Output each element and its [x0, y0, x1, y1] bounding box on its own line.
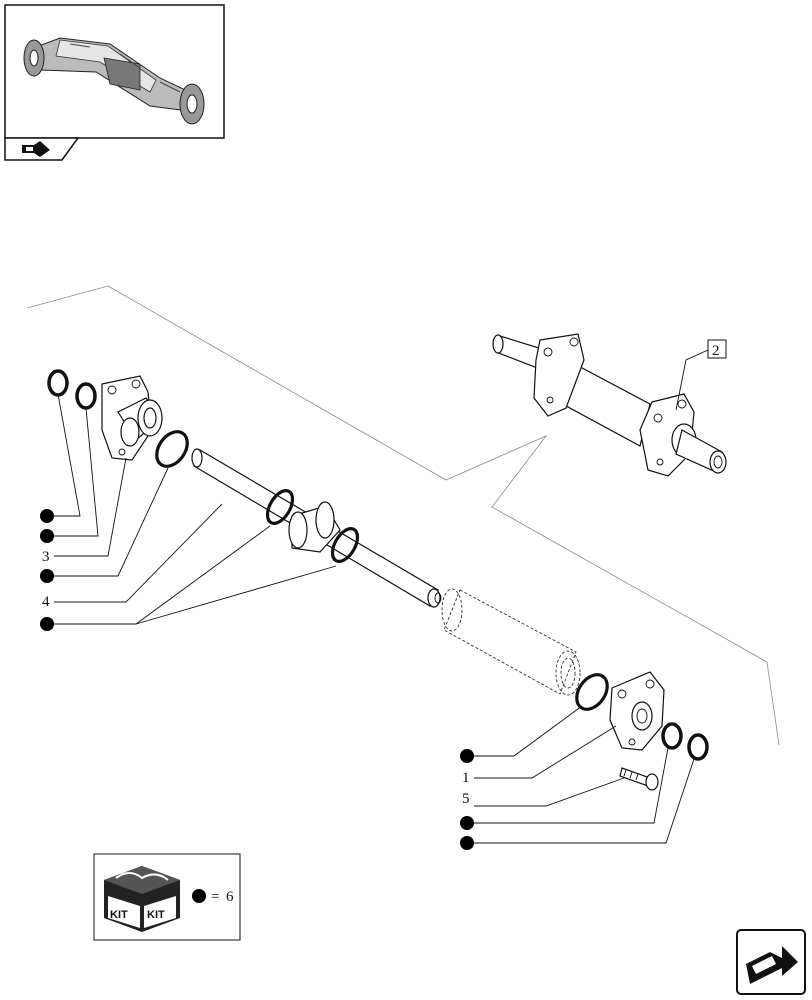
svg-text:KIT: KIT [147, 909, 165, 921]
axle-assembly-thumbnail-icon [23, 37, 205, 125]
kit-dot-o-ring-left [40, 569, 54, 583]
previous-page-arrow-icon[interactable] [22, 141, 50, 157]
washer-right-outer [687, 733, 709, 761]
assembly-outline [26, 285, 780, 746]
callout-5: 5 [462, 791, 470, 807]
piston-seal-left [265, 489, 295, 525]
callout-2: 2 [675, 339, 727, 411]
kit-dot-o-ring-right [460, 749, 474, 763]
washer-right-inner [661, 722, 683, 750]
kit-legend-dot [192, 889, 206, 903]
o-ring-left [155, 430, 189, 468]
end-cap-right [609, 671, 665, 751]
callout-1: 1 [462, 770, 470, 786]
o-ring-right [575, 673, 609, 711]
piston-seal-right [330, 527, 360, 563]
callouts-right: 1 5 [460, 705, 695, 850]
callouts-left: 3 4 [40, 393, 337, 631]
callout-3: 3 [42, 549, 50, 565]
bolt [619, 767, 659, 791]
next-page-arrow-icon [746, 946, 798, 984]
cylinder-tube [441, 588, 581, 696]
axle-thumbnail[interactable] [4, 4, 225, 161]
assembled-cylinder [492, 333, 727, 477]
kit-dot-washer-inner-left [40, 529, 54, 543]
svg-text:2: 2 [712, 343, 720, 359]
kit-dot-washer-outer-left [40, 509, 54, 523]
kit-dot-washer-inner-right [460, 816, 474, 830]
kit-dot-piston-seals [40, 617, 54, 631]
washer-left-outer [47, 369, 69, 397]
washer-left-inner [75, 382, 97, 410]
svg-text:KIT: KIT [110, 909, 128, 921]
end-cap-left [101, 375, 163, 461]
kit-equals: = [211, 889, 219, 905]
piston [288, 501, 341, 553]
kit-legend: KIT KIT = 6 [93, 853, 241, 941]
kit-box-icon: KIT KIT [104, 866, 180, 932]
callout-4: 4 [42, 594, 50, 610]
next-page-button[interactable] [736, 929, 806, 995]
kit-quantity: 6 [226, 889, 234, 905]
kit-dot-washer-outer-right [460, 836, 474, 850]
